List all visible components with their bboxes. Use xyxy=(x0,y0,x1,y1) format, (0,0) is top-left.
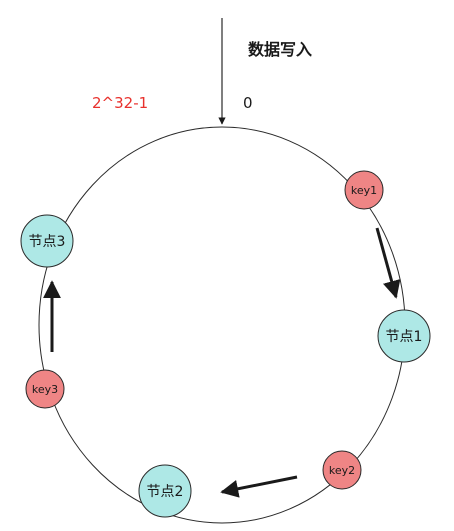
arrow-key1-to-node1 xyxy=(375,227,401,299)
key-circle xyxy=(344,170,384,210)
key-2: key2 xyxy=(322,450,362,490)
node-1: 节点1 xyxy=(377,309,431,363)
arrow-key2-to-node2 xyxy=(220,475,298,498)
key-circle xyxy=(322,450,362,490)
key-1: key1 xyxy=(344,170,384,210)
data-write-label: 数据写入 xyxy=(248,40,312,59)
node-2: 节点2 xyxy=(138,464,192,518)
key-label: key3 xyxy=(32,383,58,396)
node-label: 节点3 xyxy=(29,234,66,250)
key-3: key3 xyxy=(25,369,65,409)
key-circle xyxy=(25,369,65,409)
key-label: key1 xyxy=(351,184,377,197)
node-circle xyxy=(138,464,192,518)
node-label: 节点2 xyxy=(147,484,184,500)
node-label: 节点1 xyxy=(386,329,423,345)
key-label: key2 xyxy=(329,464,355,477)
node-3: 节点3 xyxy=(20,214,74,268)
ring-max-label: 2^32-1 xyxy=(92,94,148,112)
node-circle xyxy=(377,309,431,363)
node-circle xyxy=(20,214,74,268)
ring-zero-label: 0 xyxy=(243,94,253,112)
